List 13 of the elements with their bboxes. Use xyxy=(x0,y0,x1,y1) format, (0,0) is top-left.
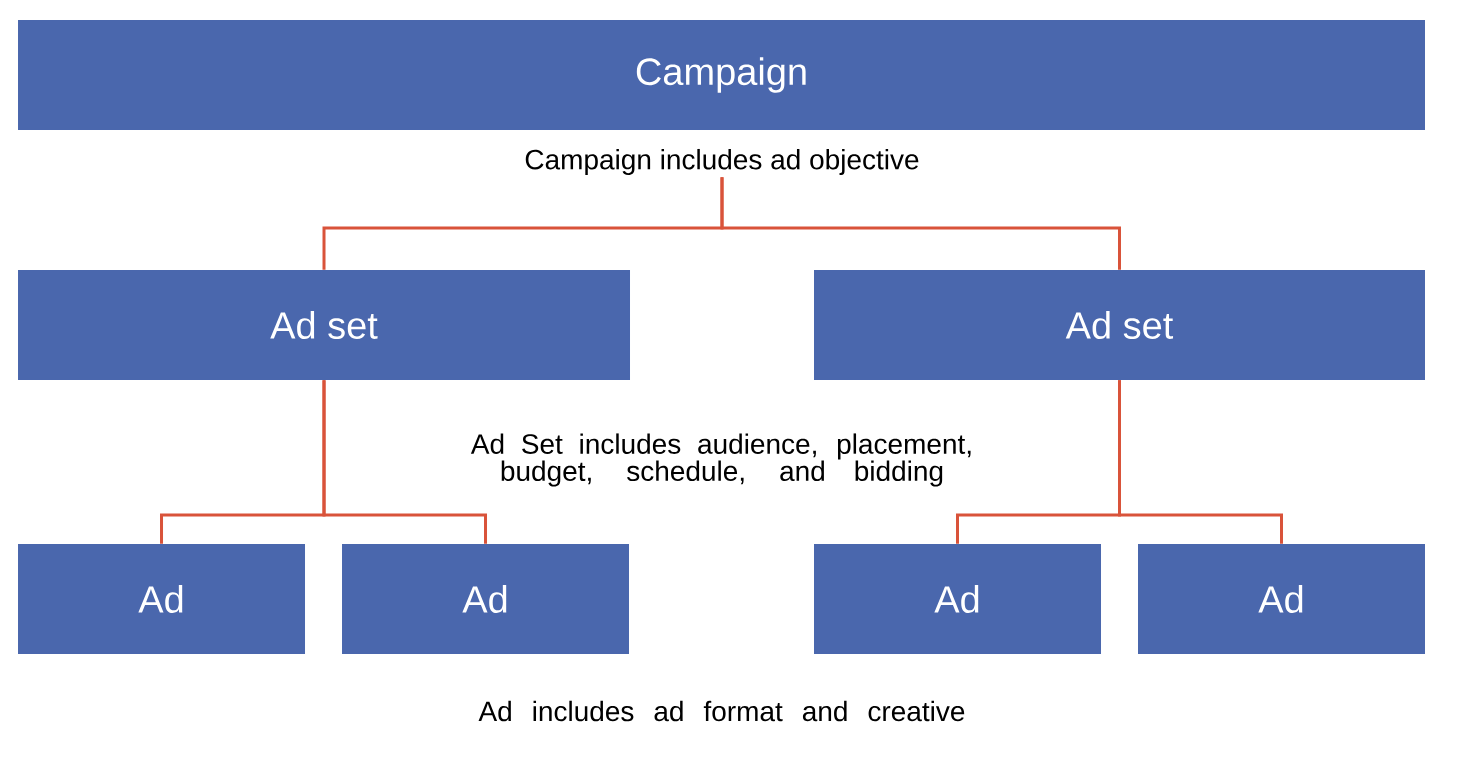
level-box: Ad xyxy=(342,544,629,654)
level-box: Ad xyxy=(1138,544,1425,654)
connector-line xyxy=(1118,380,1283,544)
caption-text: Ad Set includes audience, placement, budget, schedule, and bidding xyxy=(470,433,971,487)
level-box: Campaign xyxy=(18,20,1425,130)
level-box: Ad xyxy=(814,544,1101,654)
level-box: Ad xyxy=(18,544,305,654)
level-box: Ad set xyxy=(18,270,630,380)
caption-text: Ad includes ad format and creative xyxy=(478,700,965,722)
connector-line xyxy=(322,380,487,544)
caption-text: Campaign includes ad objective xyxy=(525,148,919,176)
connector-line xyxy=(720,177,1121,270)
level-box: Ad set xyxy=(814,270,1425,380)
